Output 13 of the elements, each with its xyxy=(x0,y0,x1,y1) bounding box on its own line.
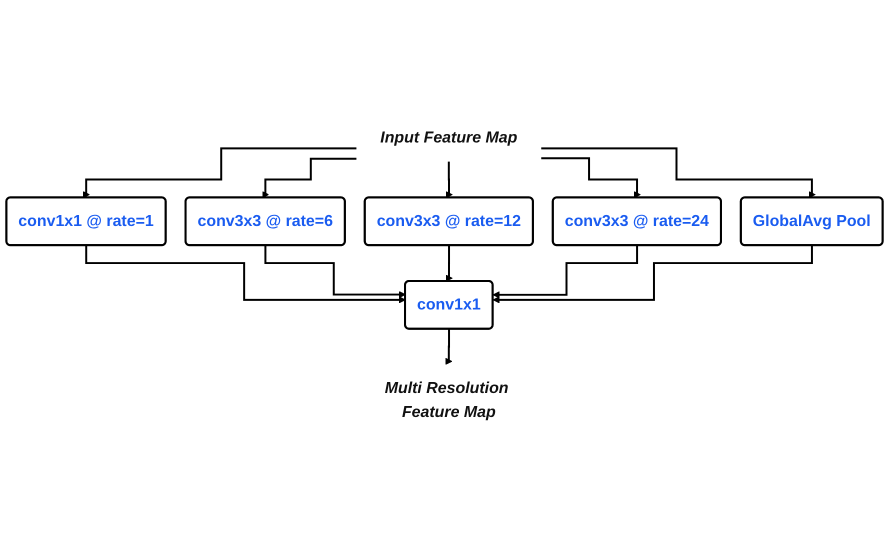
arrow xyxy=(541,147,816,198)
node-text: Input Feature Map xyxy=(380,128,518,146)
arrow xyxy=(264,244,406,298)
node-text: Multi Resolution Feature Map xyxy=(384,380,509,422)
arrow xyxy=(262,158,356,198)
arrow xyxy=(446,244,453,282)
arrow xyxy=(82,147,356,198)
arrow xyxy=(446,160,453,198)
arrow xyxy=(492,244,814,304)
arrow xyxy=(85,244,406,304)
arrow xyxy=(541,157,641,198)
arrow xyxy=(492,244,638,298)
arrow xyxy=(445,328,452,365)
